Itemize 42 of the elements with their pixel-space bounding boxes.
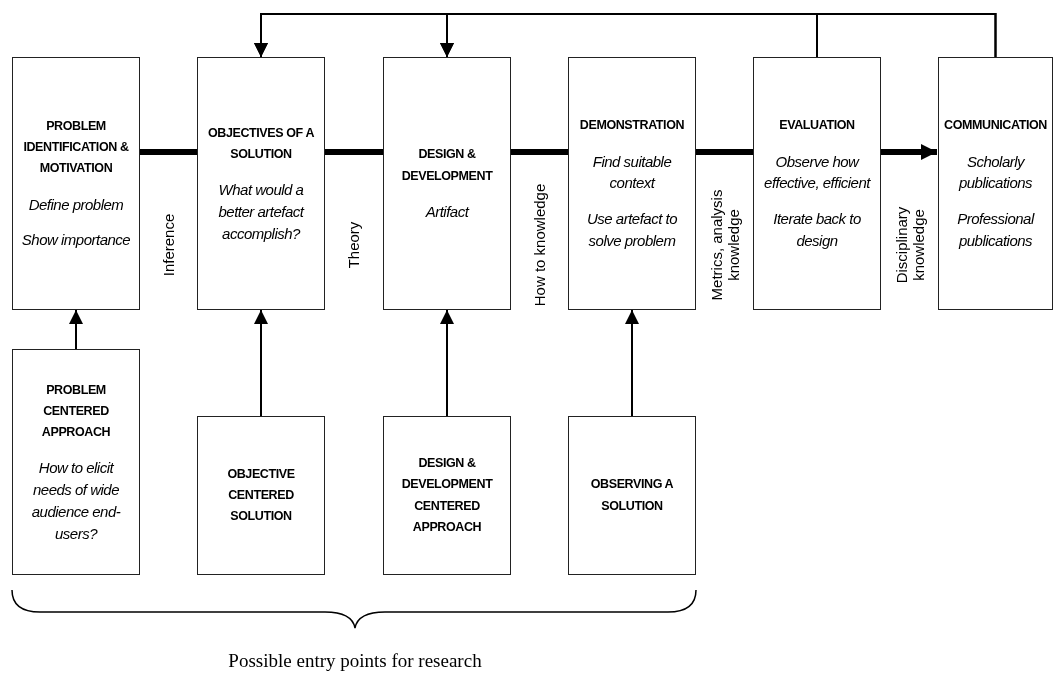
thick-connector	[325, 149, 383, 155]
box-heading: DESIGN & DEVELOPMENT	[400, 146, 494, 185]
thick-connector	[881, 144, 937, 160]
box-text: What would a better artefact accomplish?	[217, 180, 306, 244]
box-heading: OBJECTIVES OF A SOLUTION	[206, 124, 316, 163]
process-box	[197, 57, 325, 310]
box-heading: EVALUATION	[779, 117, 855, 135]
box-text: Professional publications	[956, 209, 1036, 251]
box-text: Find suitable context	[591, 151, 673, 194]
process-box	[938, 57, 1053, 310]
box-text: Define problem	[28, 194, 124, 215]
box-text: Artifact	[425, 201, 469, 222]
box-heading: OBSERVING A SOLUTION	[589, 476, 675, 515]
box-heading: DEMONSTRATION	[579, 117, 685, 135]
box-text: Scholarly publications	[957, 151, 1034, 194]
box-heading: PROBLEM IDENTIFICATION & MOTIVATION	[22, 117, 130, 178]
arrow	[625, 309, 639, 417]
process-box	[568, 57, 696, 310]
process-box	[12, 57, 140, 310]
thick-connector	[696, 149, 753, 155]
process-box	[12, 349, 140, 575]
arrow	[254, 309, 268, 417]
process-box	[383, 57, 511, 310]
process-box	[383, 416, 511, 575]
process-box	[197, 416, 325, 575]
box-text: Iterate back to design	[772, 209, 862, 251]
process-box	[753, 57, 881, 310]
thick-connector	[511, 149, 568, 155]
arrow	[440, 13, 997, 58]
box-text: Use artefact to solve problem	[585, 209, 678, 251]
box-heading: OBJECTIVE CENTERED SOLUTION	[226, 465, 296, 526]
arrow	[440, 309, 454, 417]
box-text: How to elicit needs of wide audience end-users?	[30, 458, 122, 544]
process-box	[568, 416, 696, 575]
caption: Possible entry points for research	[227, 650, 483, 672]
box-text: Observe how effective, efficient	[763, 151, 872, 194]
arrow	[69, 309, 83, 350]
box-text: Show importance	[21, 230, 131, 251]
box-heading: PROBLEM CENTERED APPROACH	[40, 381, 112, 442]
box-heading: COMMUNICATION	[944, 117, 1047, 135]
thick-connector	[140, 149, 197, 155]
box-heading: DESIGN & DEVELOPMENT CENTERED APPROACH	[400, 455, 494, 536]
